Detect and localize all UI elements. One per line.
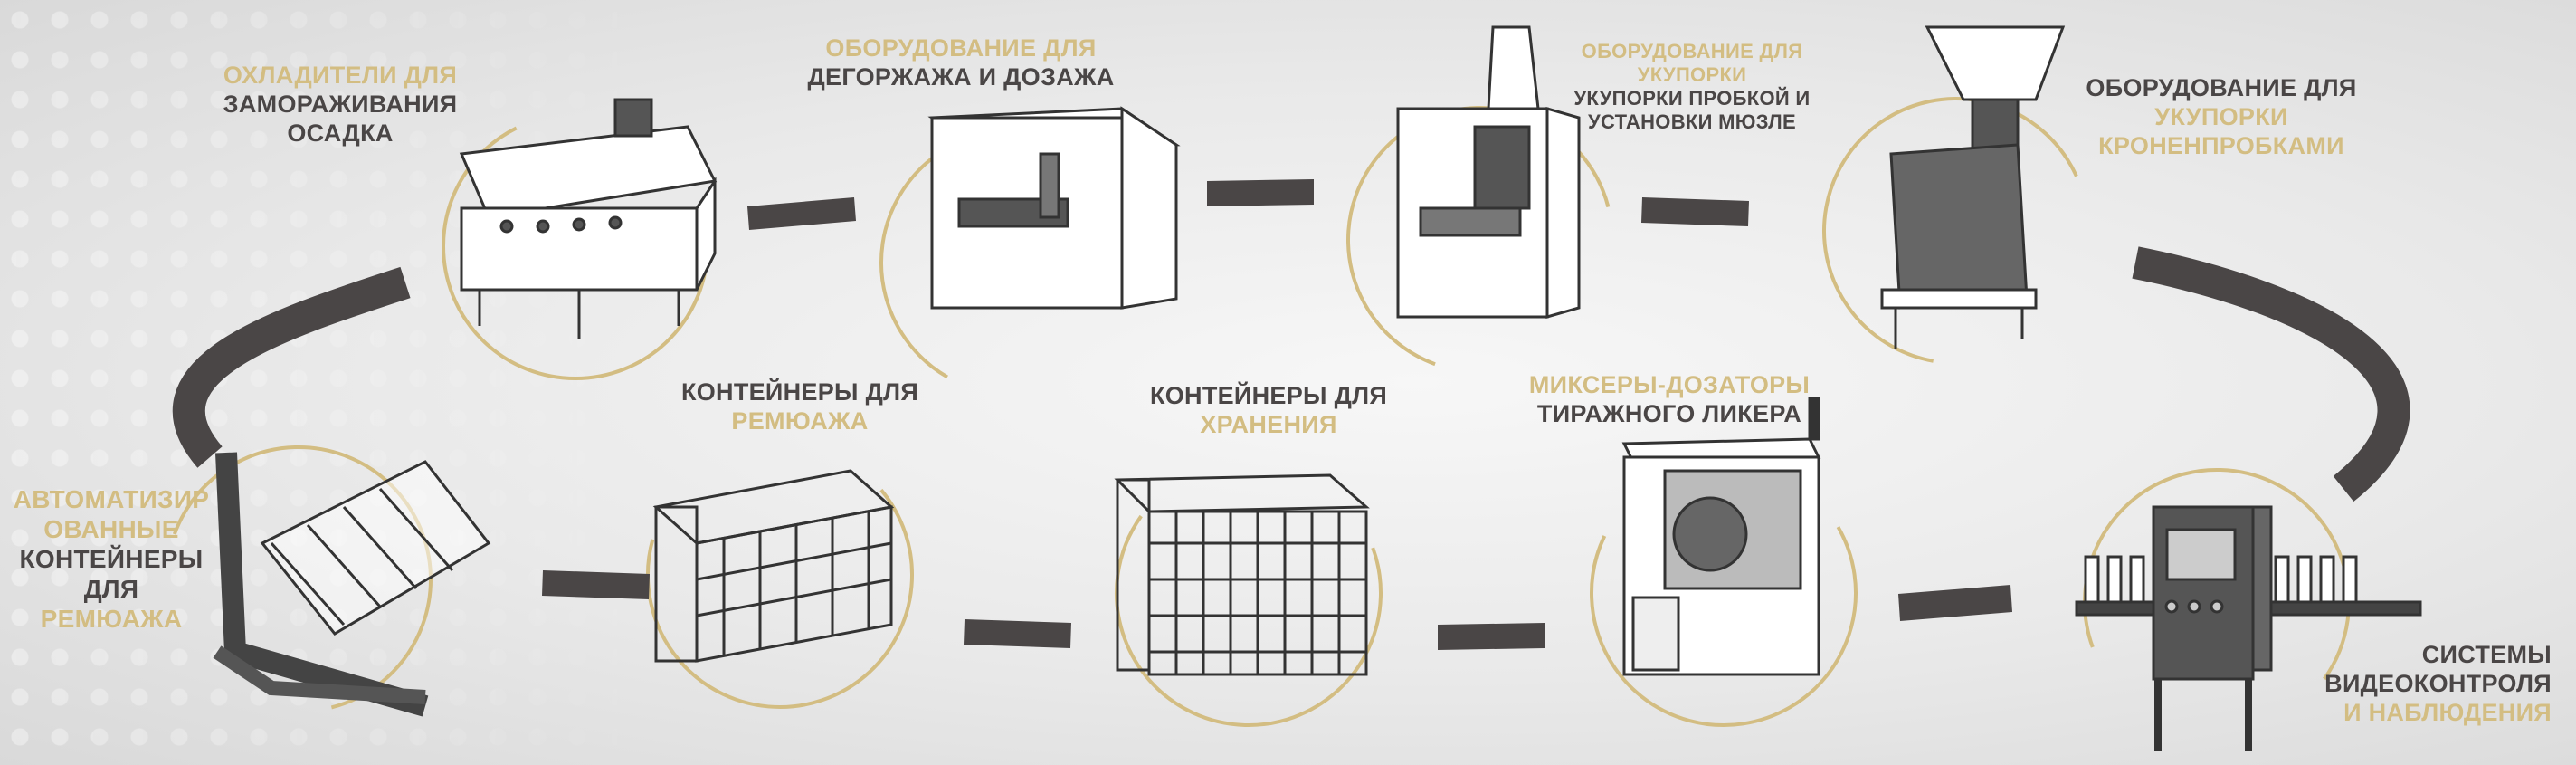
connector-dash [542,570,650,599]
connector-dash [747,197,856,230]
label-line: УКУПОРКИ [1637,62,1747,86]
label-line: КОНТЕЙНЕРЫ ДЛЯ [680,378,919,406]
label-auto-riddling: АВТОМАТИЗИР ОВАННЫЕ КОНТЕЙНЕРЫ ДЛЯ РЕМЮА… [7,484,215,634]
connector-dash [1207,179,1314,206]
disgorging-machine-illustration [927,106,1181,310]
label-line: ОВАННЫЕ [43,515,179,544]
ring-video [2083,468,2351,736]
label-line: ТИРАЖНОГО ЛИКЕРА [1536,399,1802,427]
auto-riddling-container-illustration [213,452,491,717]
label-line: КОНТЕЙНЕРЫ [19,545,204,574]
label-line: ВИДЕОКОНТРОЛЯ [2324,669,2552,697]
label-video-control: СИСТЕМЫ ВИДЕОКОНТРОЛЯ И НАБЛЮДЕНИЯ [2298,641,2552,728]
label-line: КОНТЕЙНЕРЫ ДЛЯ [1149,382,1388,409]
label-freezers: ОХЛАДИТЕЛИ ДЛЯ ЗАМОРАЖИВАНИЯ ОСАДКА [204,62,476,148]
connector-dash [1438,623,1545,650]
riddling-container-illustration [652,469,895,663]
label-line: УКУПОРКИ [2154,102,2288,130]
label-riddling-containers: КОНТЕЙНЕРЫ ДЛЯ РЕМЮАЖА [664,378,936,436]
crown-capping-machine-illustration [1880,25,2066,349]
label-line: ОБОРУДОВАНИЕ ДЛЯ [2086,74,2357,101]
freezer-machine-illustration [459,98,718,339]
label-line: УСТАНОВКИ МЮЗЛЕ [1587,110,1797,133]
label-line: ДЛЯ [83,575,139,604]
label-mixers: МИКСЕРЫ-ДОЗАТОРЫ ТИРАЖНОГО ЛИКЕРА [1520,371,1819,429]
mixer-dosing-machine-illustration [1621,397,1821,676]
label-line: ОБОРУДОВАНИЕ ДЛЯ [1581,40,1803,62]
label-line: КРОНЕНПРОБКАМИ [2098,131,2344,159]
connector-arc-right [2132,246,2410,502]
label-storage-containers: КОНТЕЙНЕРЫ ДЛЯ ХРАНЕНИЯ [1133,382,1404,440]
ring-auto [165,445,433,714]
ring-riddling [646,441,914,709]
label-disgorging: ОБОРУДОВАНИЕ ДЛЯ ДЕГОРЖАЖА И ДОЗАЖА [780,34,1142,92]
connector-dash [1641,197,1749,226]
label-line: ОБОРУДОВАНИЕ ДЛЯ [825,34,1097,62]
label-line: ОСАДКА [287,119,394,147]
connector-arc-left [172,266,411,468]
label-line: И НАБЛЮДЕНИЯ [2343,698,2552,726]
label-corking: ОБОРУДОВАНИЕ ДЛЯ УКУПОРКИ УКУПОРКИ ПРОБК… [1556,40,1828,134]
label-line: РЕМЮАЖА [40,605,183,634]
connector-dash [1898,585,2012,621]
storage-container-illustration [1114,473,1370,676]
label-line: МИКСЕРЫ-ДОЗАТОРЫ [1528,371,1811,398]
ring-storage [1115,459,1383,727]
connector-dash [964,619,1071,648]
label-crown-capping: ОБОРУДОВАНИЕ ДЛЯ УКУПОРКИ КРОНЕНПРОБКАМИ [2072,74,2371,161]
label-line: ДЕГОРЖАЖА И ДОЗАЖА [807,62,1115,91]
label-line: ЗАМОРАЖИВАНИЯ [223,90,458,118]
label-line: ХРАНЕНИЯ [1200,410,1337,438]
ring-mixers [1590,458,1858,727]
label-line: УКУПОРКИ ПРОБКОЙ И [1573,86,1811,110]
label-line: СИСТЕМЫ [2421,641,2552,668]
label-line: ОХЛАДИТЕЛИ ДЛЯ [223,62,458,89]
label-line: РЕМЮАЖА [731,406,869,435]
corking-machine-illustration [1396,25,1581,319]
video-control-system-illustration [2075,505,2422,751]
background-dots [0,0,633,765]
label-line: АВТОМАТИЗИР [13,485,210,513]
